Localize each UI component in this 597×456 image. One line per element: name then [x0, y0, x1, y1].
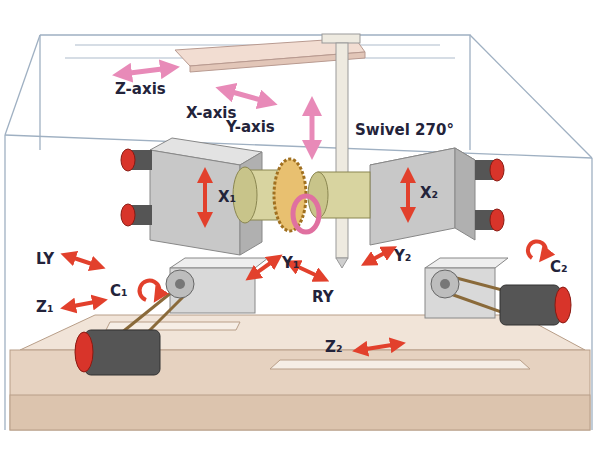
- right-head-side: [455, 148, 475, 240]
- enclosure: [5, 35, 592, 430]
- enclosure-edge: [5, 135, 592, 158]
- axis-label: Y₁: [282, 254, 299, 272]
- tool-column: [336, 43, 348, 258]
- axis-label: Z₂: [325, 338, 342, 356]
- motor-cap: [75, 332, 93, 372]
- right-head: [370, 148, 455, 245]
- pulley-hub: [440, 279, 450, 289]
- motor: [500, 285, 560, 325]
- axis-arrows: [68, 175, 546, 350]
- enclosure-edge: [5, 35, 40, 135]
- motor-cap: [490, 209, 504, 231]
- axis-arrow: [122, 68, 170, 74]
- motor: [85, 330, 160, 375]
- tool-tip: [336, 258, 348, 268]
- right-slide-top: [425, 258, 508, 268]
- axis-arrow: [360, 344, 398, 350]
- enclosure-edge: [4, 135, 5, 430]
- z2-rail: [270, 360, 530, 369]
- axis-label: Y₂: [394, 247, 411, 265]
- axis-arrow: [310, 106, 315, 150]
- pulley-hub: [175, 279, 185, 289]
- motor-cap: [121, 204, 135, 226]
- left-slide-top: [170, 258, 268, 268]
- base-step: [10, 395, 590, 430]
- axis-arrow: [368, 250, 390, 262]
- swivel-ring: [293, 196, 319, 232]
- axis-arrow: [203, 175, 207, 220]
- axis-arrow: [68, 256, 98, 266]
- enclosure-edge: [591, 158, 592, 430]
- axis-label: LY: [36, 250, 54, 268]
- rotary-arrow: [140, 281, 160, 300]
- axis-arrow: [406, 175, 410, 215]
- motor-cap: [121, 149, 135, 171]
- enclosure-back: [40, 35, 470, 150]
- chuck: [233, 167, 257, 223]
- pulley: [431, 270, 459, 298]
- axis-label: RY: [312, 288, 334, 306]
- column-cap: [322, 34, 360, 43]
- right-slide: [425, 268, 495, 318]
- axis-label: X₂: [420, 184, 438, 202]
- axis-label: Swivel 270°: [355, 121, 454, 139]
- axis-label: Z-axis: [115, 80, 166, 98]
- enclosure-edge: [39, 35, 40, 150]
- axis-arrow: [252, 259, 276, 276]
- axis-arrow: [68, 301, 100, 307]
- motor-cap: [490, 159, 504, 181]
- axis-label: C₁: [110, 282, 128, 300]
- enclosure-edge: [470, 35, 592, 158]
- axis-label: C₂: [550, 258, 568, 276]
- rotary-arrow: [528, 241, 546, 258]
- axis-label: X₁: [218, 188, 236, 206]
- axis-arrow: [225, 90, 268, 102]
- left-head: [150, 150, 240, 255]
- axis-label: Z₁: [36, 298, 53, 316]
- axis-label: Y-axis: [226, 118, 275, 136]
- motor-cap: [555, 287, 571, 323]
- pulley: [166, 270, 194, 298]
